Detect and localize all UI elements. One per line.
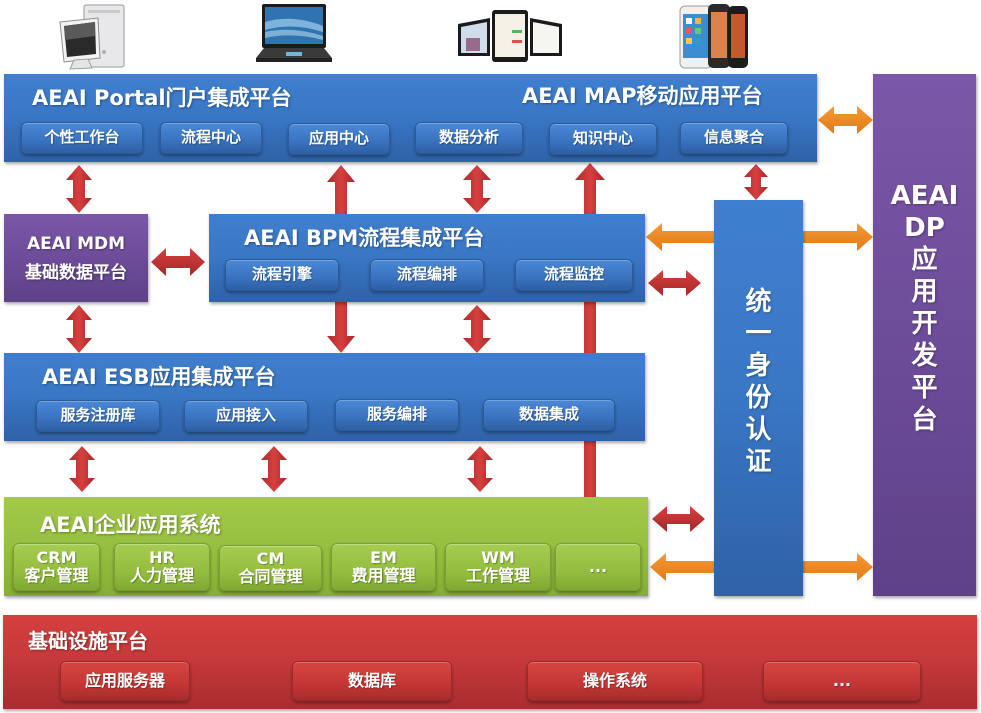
enterprise-item-label: 合同管理 bbox=[238, 567, 303, 586]
enterprise-item-crm[interactable]: CRM 客户管理 bbox=[13, 543, 100, 591]
mdm-title-line1: AEAI MDM bbox=[26, 234, 126, 254]
arrow-portal-dp bbox=[818, 106, 873, 134]
esb-item-service-orchestration[interactable]: 服务编排 bbox=[335, 399, 459, 431]
dp-line: 用 bbox=[911, 277, 938, 307]
dp-line: 平 bbox=[911, 373, 938, 403]
sso-char: 证 bbox=[745, 447, 772, 477]
dp-line: 发 bbox=[911, 341, 938, 371]
infra-item-os[interactable]: 操作系统 bbox=[527, 661, 703, 701]
portal-item-data-analysis[interactable]: 数据分析 bbox=[415, 122, 523, 154]
portal-item-personal-workspace[interactable]: 个性工作台 bbox=[21, 122, 143, 154]
bpm-item-process-monitoring[interactable]: 流程监控 bbox=[515, 259, 633, 291]
sso-char: 一 bbox=[745, 319, 772, 349]
esb-item-app-access[interactable]: 应用接入 bbox=[184, 400, 308, 432]
esb-item-service-registry[interactable]: 服务注册库 bbox=[36, 400, 160, 432]
sso-char: 份 bbox=[745, 383, 772, 413]
arrow-mdm-esb bbox=[66, 305, 92, 353]
infra-item-app-server[interactable]: 应用服务器 bbox=[60, 661, 190, 701]
laptop-icon bbox=[252, 2, 336, 70]
arrow-bpm-sso-red bbox=[648, 270, 701, 296]
portal-item-process-center[interactable]: 流程中心 bbox=[160, 122, 262, 154]
portal-item-knowledge-center[interactable]: 知识中心 bbox=[549, 123, 657, 155]
esb-title: AEAI ESB应用集成平台 bbox=[42, 365, 276, 389]
bpm-item-process-engine[interactable]: 流程引擎 bbox=[225, 259, 339, 291]
dp-line: 台 bbox=[911, 405, 938, 435]
enterprise-item-code: CRM bbox=[36, 547, 77, 567]
infrastructure-platform: 基础设施平台 应用服务器 数据库 操作系统 ... bbox=[3, 615, 977, 709]
arrow-portal-mdm bbox=[66, 165, 92, 213]
sso-char: 认 bbox=[745, 415, 772, 445]
arrow-sso-bpm-orange bbox=[646, 223, 716, 251]
arrow-sso-dp-orange-top bbox=[803, 223, 873, 251]
esb-item-data-integration[interactable]: 数据集成 bbox=[483, 399, 615, 431]
enterprise-item-cm[interactable]: CM 合同管理 bbox=[219, 545, 322, 591]
enterprise-item-label: 工作管理 bbox=[465, 566, 530, 585]
enterprise-item-code: WM bbox=[481, 547, 515, 567]
dp-text: AEAI DP 应 用 开 发 平 台 bbox=[873, 180, 976, 436]
portal-item-info-aggregation[interactable]: 信息聚合 bbox=[680, 122, 788, 154]
map-title: AEAI MAP移动应用平台 bbox=[522, 84, 763, 108]
enterprise-item-code: EM bbox=[370, 547, 397, 567]
enterprise-item-label: 费用管理 bbox=[351, 566, 416, 585]
portal-map-platform: AEAI Portal门户集成平台 AEAI MAP移动应用平台 个性工作台 流… bbox=[4, 74, 817, 162]
arrow-esb-enterprise-3 bbox=[467, 446, 493, 492]
arrow-esb-enterprise-2 bbox=[261, 446, 287, 492]
arrow-mdm-bpm bbox=[151, 248, 205, 276]
dp-dev-platform: AEAI DP 应 用 开 发 平 台 bbox=[873, 74, 976, 596]
infra-item-database[interactable]: 数据库 bbox=[292, 661, 452, 701]
dp-line: AEAI bbox=[890, 181, 959, 211]
arrow-esb-enterprise-1 bbox=[69, 446, 95, 492]
enterprise-item-em[interactable]: EM 费用管理 bbox=[331, 543, 436, 591]
enterprise-title: AEAI企业应用系统 bbox=[40, 513, 221, 537]
portal-item-app-center[interactable]: 应用中心 bbox=[288, 123, 390, 155]
dp-line: 开 bbox=[911, 309, 938, 339]
infra-item-more[interactable]: ... bbox=[763, 661, 921, 701]
smartphones-icon bbox=[678, 2, 750, 70]
dp-line: DP bbox=[904, 213, 945, 243]
arrow-portal-bpm-mid bbox=[463, 165, 491, 213]
dp-line: 应 bbox=[911, 245, 938, 275]
sso-unified-identity: 统 一 身 份 认 证 bbox=[714, 200, 803, 596]
enterprise-item-code: HR bbox=[149, 547, 175, 567]
enterprise-item-more[interactable]: ... bbox=[555, 543, 641, 591]
mdm-title-line2: 基础数据平台 bbox=[25, 263, 127, 283]
esb-platform: AEAI ESB应用集成平台 服务注册库 应用接入 服务编排 数据集成 bbox=[4, 353, 645, 441]
mdm-platform: AEAI MDM 基础数据平台 bbox=[4, 214, 148, 302]
tablets-icon bbox=[456, 10, 564, 62]
bpm-item-process-orchestration[interactable]: 流程编排 bbox=[370, 259, 484, 291]
enterprise-item-wm[interactable]: WM 工作管理 bbox=[445, 543, 551, 591]
bpm-title: AEAI BPM流程集成平台 bbox=[244, 226, 485, 250]
arrow-bpm-esb-mid bbox=[463, 305, 491, 353]
arrow-sso-enterprise-orange bbox=[650, 553, 716, 581]
enterprise-app-system: AEAI企业应用系统 CRM 客户管理 HR 人力管理 CM 合同管理 EM 费… bbox=[4, 497, 648, 596]
enterprise-item-label: 客户管理 bbox=[24, 566, 89, 585]
enterprise-item-hr[interactable]: HR 人力管理 bbox=[114, 543, 210, 591]
enterprise-item-code: ... bbox=[588, 556, 608, 576]
sso-char: 身 bbox=[745, 351, 772, 381]
sso-char: 统 bbox=[745, 287, 772, 317]
arrow-enterprise-sso-red bbox=[652, 506, 705, 532]
arrow-sso-dp-orange-bottom bbox=[803, 553, 873, 581]
enterprise-item-label: 人力管理 bbox=[129, 566, 194, 585]
portal-title: AEAI Portal门户集成平台 bbox=[32, 86, 292, 110]
arrow-portal-sso bbox=[744, 164, 768, 200]
bpm-platform: AEAI BPM流程集成平台 流程引擎 流程编排 流程监控 bbox=[209, 214, 645, 302]
infra-title: 基础设施平台 bbox=[28, 629, 148, 653]
desktop-pc-icon bbox=[58, 2, 130, 70]
enterprise-item-code: CM bbox=[256, 548, 285, 568]
sso-text: 统 一 身 份 认 证 bbox=[714, 286, 803, 478]
